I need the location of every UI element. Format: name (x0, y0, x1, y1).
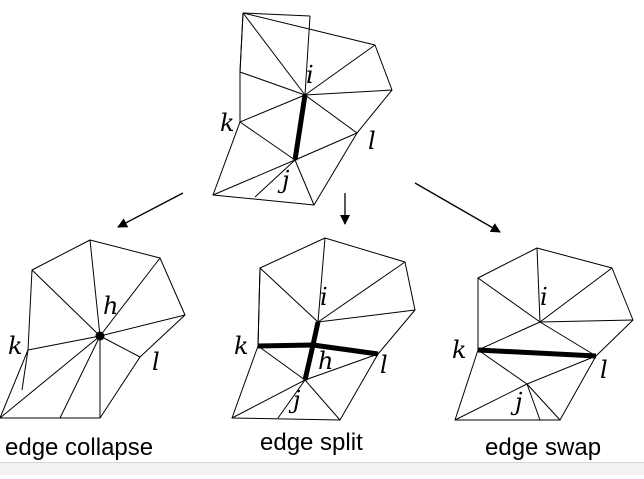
arrow-to-collapse (117, 192, 184, 228)
collapse-label-h: h (103, 292, 118, 320)
split-edge-i-h-j (302, 321, 321, 381)
swap-mesh-outline (454, 247, 634, 421)
arrow-to-swap (414, 182, 501, 233)
swap-mesh: i k l j edge swap (452, 247, 634, 461)
collapse-mesh: h k l edge collapse (0, 239, 186, 461)
bottom-strip (0, 462, 644, 475)
split-mesh: i k h l j edge split (231, 237, 416, 456)
swap-label-j: j (510, 388, 523, 416)
collapse-caption: edge collapse (5, 434, 153, 461)
collapse-vertex-h (95, 331, 105, 341)
collapse-mesh-edges (0, 239, 186, 419)
swap-caption: edge swap (485, 434, 601, 461)
top-label-i: i (306, 61, 314, 89)
split-caption: edge split (260, 429, 363, 456)
swap-label-k: k (452, 336, 467, 364)
swap-mesh-edges (454, 247, 634, 421)
top-mesh: i k l j (212, 12, 393, 206)
split-edge-k-h-l (257, 342, 379, 357)
collapse-label-k: k (8, 332, 23, 360)
top-mesh-edges (212, 12, 393, 206)
top-edge-i-j (292, 94, 308, 161)
top-label-j: j (277, 166, 290, 194)
split-label-i: i (320, 283, 328, 311)
split-mesh-outline (231, 237, 416, 421)
split-mesh-edges (231, 237, 416, 421)
swap-edge-k-l (477, 347, 597, 359)
swap-label-i: i (540, 283, 548, 311)
collapse-label-l: l (152, 348, 160, 376)
swap-label-l: l (600, 356, 608, 384)
split-label-l: l (380, 351, 388, 379)
top-label-k: k (220, 109, 235, 137)
split-label-k: k (234, 332, 249, 360)
split-label-h: h (318, 347, 333, 375)
top-label-l: l (368, 127, 376, 155)
split-label-j: j (288, 386, 301, 414)
